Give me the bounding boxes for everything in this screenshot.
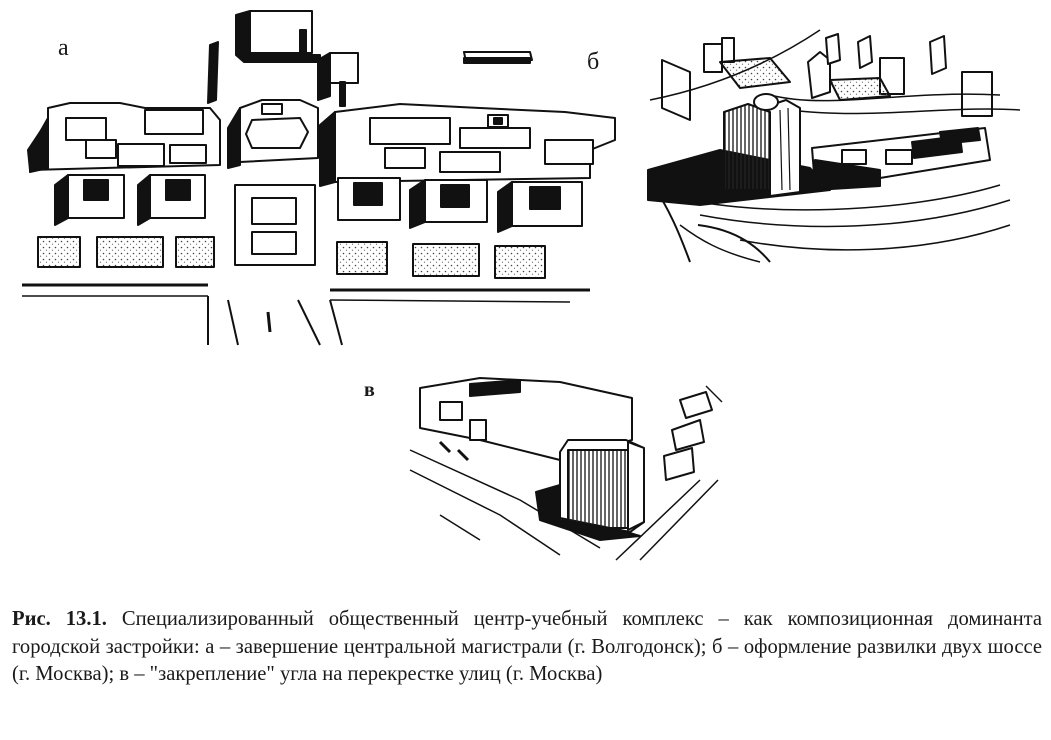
- drawing-panel-b: [647, 29, 1021, 263]
- caption-number: Рис. 13.1.: [12, 608, 107, 630]
- panel-label-a: а: [58, 35, 69, 61]
- drawing-panel-v: [409, 377, 723, 561]
- panel-label-v: в: [364, 379, 375, 401]
- figure-caption: Рис. 13.1. Специализированный общественн…: [12, 606, 1042, 689]
- panel-label-b: б: [587, 49, 600, 75]
- caption-text: Специализированный общественный центр-уч…: [12, 608, 1042, 685]
- figure-illustrations: [22, 10, 1021, 561]
- drawing-panel-a: [22, 10, 616, 346]
